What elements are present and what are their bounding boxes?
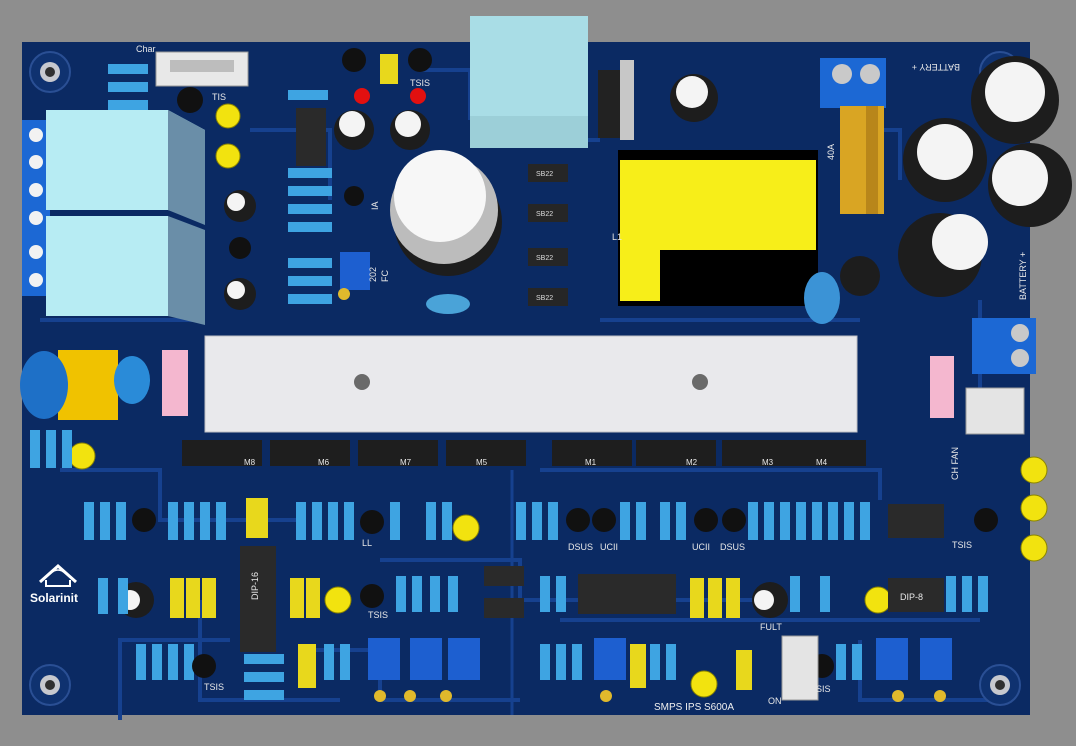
silk-202: 202 [368, 267, 378, 282]
mosfet-label: M7 [400, 458, 412, 467]
relay-left-bottom [22, 216, 205, 325]
silkscreen-text: Char TIS TSIS TSIS TSIS TSIS DIP-8 DIP-1… [136, 44, 1028, 706]
battery-terminal-side [972, 318, 1036, 374]
screw-hole-icon [979, 664, 1021, 706]
diode-label: SB22 [536, 295, 553, 302]
silk-ch-fan: CH FAN [950, 447, 960, 480]
silk-battery-side: BATTERY + [1018, 252, 1028, 300]
ics [240, 108, 944, 652]
yellow-caps [68, 103, 1048, 698]
silk-battery-top: BATTERY + [912, 62, 960, 72]
disc-capacitor [426, 294, 470, 314]
silk-tsis-2: TSIS [368, 610, 388, 620]
diode-label: SB22 [536, 171, 553, 178]
led [354, 88, 370, 104]
mosfet-label: M5 [476, 458, 488, 467]
electrolytic-caps [118, 74, 880, 618]
diode-label: SB22 [536, 255, 553, 262]
bulk-capacitors [898, 56, 1072, 297]
heatsink [204, 335, 858, 433]
diode-label: SB22 [536, 211, 553, 218]
silk-charge: Char [136, 44, 156, 54]
silk-tis: TIS [212, 92, 226, 102]
silk-tsis-4: TSIS [952, 540, 972, 550]
silk-l1: L1 [612, 232, 622, 242]
silk-uci-left: UCII [600, 542, 618, 552]
mosfet-label: M2 [686, 458, 698, 467]
silk-dsus-right: DSUS [720, 542, 745, 552]
screw-hole-icon [29, 664, 71, 706]
power-resistor [162, 350, 188, 416]
silk-uci-right: UCII [692, 542, 710, 552]
mosfet-label: M4 [816, 458, 828, 467]
logo-text: Solarinit [30, 591, 78, 605]
silk-dip8: DIP-8 [900, 592, 923, 602]
silk-fult: FULT [760, 622, 782, 632]
silk-tsis: TSIS [410, 78, 430, 88]
silk-ll: LL [362, 538, 372, 548]
mosfet-label: M8 [244, 458, 256, 467]
battery-terminal-top [820, 58, 886, 108]
resistor-array [30, 64, 988, 700]
transistors [132, 48, 998, 678]
silk-dsus-left: DSUS [568, 542, 593, 552]
transformer [618, 150, 818, 306]
led [410, 88, 426, 104]
mosfet-row [182, 440, 866, 466]
power-resistor [930, 356, 954, 418]
silk-ia: IA [370, 201, 380, 210]
silk-40a: 40A [826, 144, 836, 160]
silk-tsis-3: TSIS [204, 682, 224, 692]
diode-group [528, 164, 568, 306]
disc-capacitor [804, 272, 840, 324]
film-caps [170, 54, 752, 690]
mosfet-label: M1 [585, 458, 597, 467]
silk-dip16: DIP-16 [250, 572, 260, 600]
house-sun-icon [39, 563, 77, 587]
silk-model: SMPS IPS S600A [654, 702, 734, 713]
mosfet-labels: M8 M6 M7 M5 M1 M2 M3 M4 [244, 458, 828, 467]
silk-on: ON [768, 696, 782, 706]
mosfet-label: M6 [318, 458, 330, 467]
pot-screws [338, 288, 946, 702]
connector-pins [170, 60, 234, 72]
fan-connector [965, 387, 1025, 435]
screw-hole-icon [29, 51, 71, 93]
trim-pots [340, 252, 952, 680]
silk-sis: SIS [816, 684, 831, 694]
silk-fc: FC [380, 270, 390, 282]
on-connector [781, 635, 819, 701]
mosfet-label: M3 [762, 458, 774, 467]
relay-top [470, 16, 588, 148]
diode-labels: SB22 SB22 SB22 SB22 [536, 171, 553, 302]
relay-left-top [22, 110, 205, 240]
